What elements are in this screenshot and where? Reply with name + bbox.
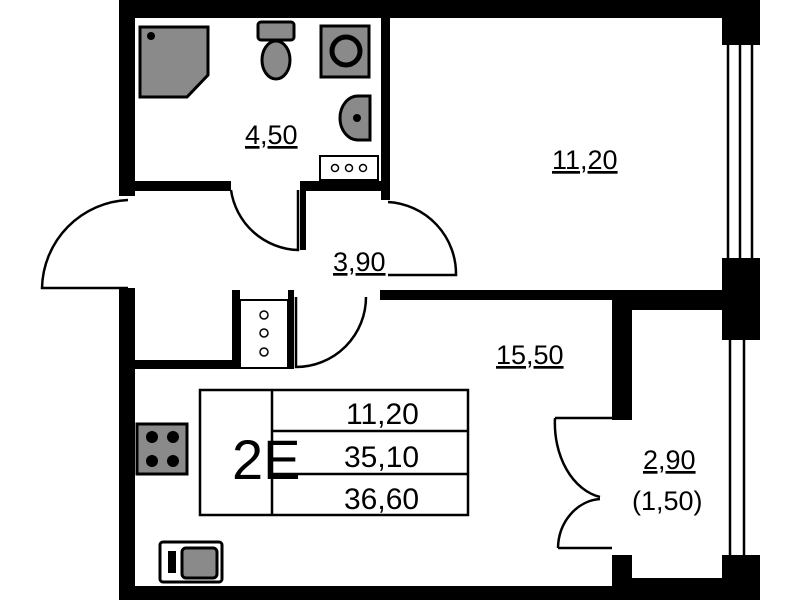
entrance-door	[40, 198, 129, 290]
shaft-vent-icon	[239, 299, 289, 369]
washing-machine-icon	[319, 24, 371, 79]
bedroom-window	[726, 45, 754, 258]
total-with-balcony-value: 36,60	[344, 483, 419, 516]
living-door	[294, 296, 368, 369]
living-area-value: 11,20	[346, 398, 419, 431]
summary-table: 2E 11,20 35,10 36,60	[198, 388, 470, 517]
hallway-area-label: 3,90	[333, 247, 386, 277]
shower-tray-icon	[138, 25, 210, 99]
kitchen-sink-icon	[158, 540, 224, 584]
living-kitchen-area-label: 15,50	[496, 340, 564, 370]
bathroom-area-label: 4,50	[245, 120, 298, 150]
total-area-value: 35,10	[344, 441, 419, 474]
bedroom-area-label: 11,20	[552, 145, 618, 175]
balcony-area-label: 2,90	[643, 445, 696, 475]
sink-icon	[338, 94, 372, 142]
toilet-icon	[256, 20, 296, 81]
balcony-window	[728, 340, 746, 555]
bedroom-door	[387, 200, 458, 277]
walls	[119, 0, 760, 600]
balcony-door	[553, 416, 612, 550]
bathroom-door	[229, 189, 300, 252]
bathroom-vent-icon	[319, 155, 379, 181]
balcony-reduced-area-label: (1,50)	[632, 486, 703, 516]
apartment-type-label: 2E	[232, 428, 301, 491]
stove-icon	[135, 422, 189, 476]
